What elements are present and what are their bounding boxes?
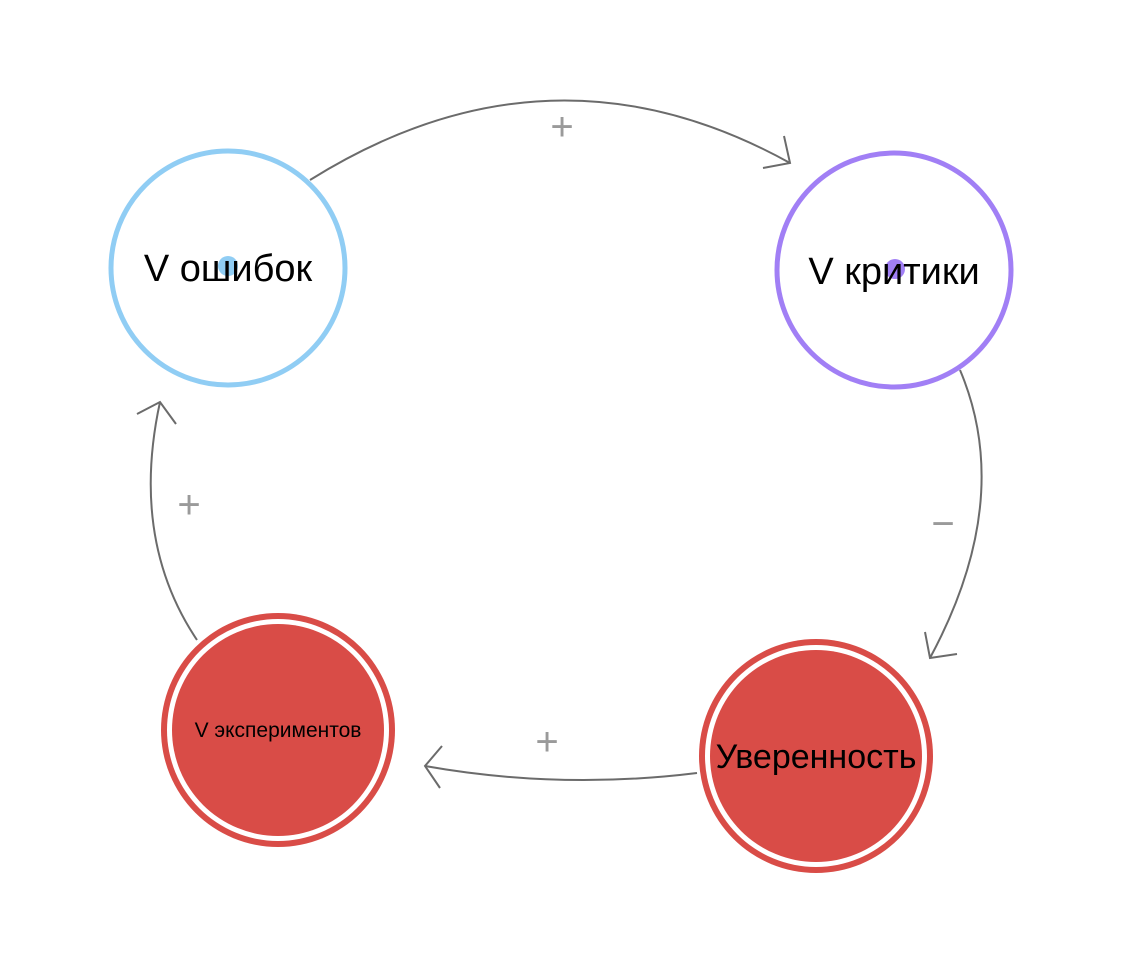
node-errors-dot (218, 256, 238, 276)
node-confidence-label: Уверенность (716, 738, 917, 776)
edge-errors-to-criticism: + (309, 99, 792, 181)
polarity-criticism-to-confidence: − (931, 502, 954, 546)
edge-errors-to-criticism-line (309, 99, 791, 181)
node-experiments-fill (172, 624, 384, 836)
node-experiments-label: V экспериментов (195, 719, 362, 742)
polarity-experiments-to-errors: + (177, 483, 200, 527)
edge-criticism-to-confidence: − (924, 369, 983, 660)
node-experiments[interactable]: V экспериментов (161, 613, 395, 847)
arrow-head-criticism (762, 135, 792, 169)
arrow-head-confidence (924, 631, 958, 660)
node-criticism-dot (885, 259, 905, 279)
node-errors[interactable]: V ошибок (108, 148, 348, 388)
edge-confidence-to-experiments-line (424, 765, 698, 782)
edge-confidence-to-experiments: + (423, 720, 698, 789)
arrow-head-experiments (423, 745, 443, 789)
node-confidence-fill (710, 650, 922, 862)
polarity-confidence-to-experiments: + (535, 720, 558, 764)
polarity-errors-to-criticism: + (550, 105, 573, 149)
node-confidence[interactable]: Уверенность (699, 639, 933, 873)
node-errors-label: V ошибок (144, 248, 313, 290)
edge-criticism-to-confidence-line (929, 369, 983, 659)
edge-experiments-to-errors-line (149, 401, 198, 641)
edge-experiments-to-errors: + (136, 400, 201, 641)
node-criticism-label: V критики (808, 251, 979, 293)
node-criticism[interactable]: V критики (774, 150, 1014, 390)
arrow-head-errors (136, 400, 177, 425)
